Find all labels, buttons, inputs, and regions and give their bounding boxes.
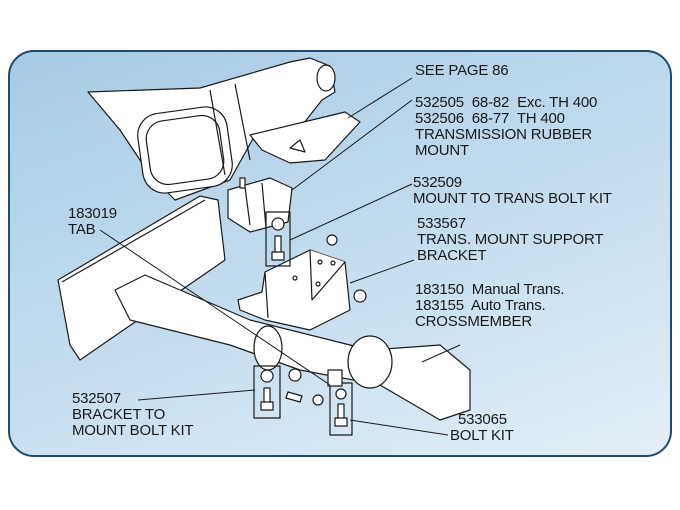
see-page-bracket xyxy=(249,111,361,164)
label-line: BOLT KIT xyxy=(450,427,514,444)
crossmember xyxy=(114,274,471,421)
trans-mount-support-bracket xyxy=(237,249,351,331)
label-line: MOUNT BOLT KIT xyxy=(72,422,194,439)
transmission-housing xyxy=(87,57,336,201)
label-line: MOUNT TO TRANS BOLT KIT xyxy=(413,190,612,207)
label-line: MOUNT xyxy=(415,142,469,159)
label-line: 533065 xyxy=(458,411,507,428)
label-line: 533567 xyxy=(417,215,466,232)
label-line: BRACKET TO xyxy=(72,406,166,423)
label-line: TRANSMISSION RUBBER xyxy=(415,126,593,143)
callout-crossmember: 183150 Manual Trans.183155 Auto Trans.CR… xyxy=(415,282,564,330)
label-line: 532505 68-82 Exc. TH 400 xyxy=(415,94,598,111)
label-line: TRANS. MOUNT SUPPORT xyxy=(417,231,604,248)
label-line: CROSSMEMBER xyxy=(415,313,532,330)
label-line: TAB xyxy=(68,221,96,238)
label-line: 532507 xyxy=(72,390,121,407)
hardware-bolts xyxy=(253,211,367,436)
label-line: 183155 Auto Trans. xyxy=(415,297,546,314)
callout-see-page: SEE PAGE 86 xyxy=(415,62,509,79)
label-line: BRACKET xyxy=(417,247,487,264)
label-line: SEE PAGE 86 xyxy=(415,62,509,79)
label-line: 183019 xyxy=(68,205,117,222)
label-line: 532509 xyxy=(413,174,462,191)
label-line: 183150 Manual Trans. xyxy=(415,281,565,298)
label-line: 532506 68-77 TH 400 xyxy=(415,110,565,127)
leader-lines xyxy=(99,77,461,436)
